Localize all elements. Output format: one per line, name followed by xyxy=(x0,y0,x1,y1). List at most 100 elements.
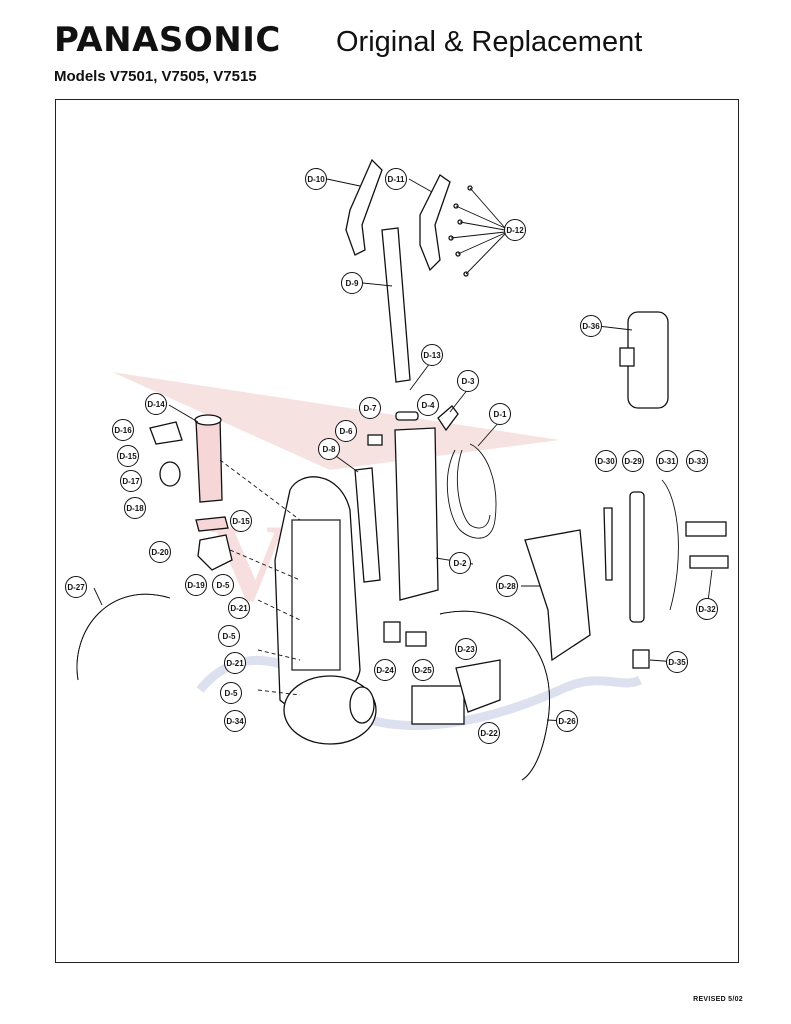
part-label-d-21a: D-21 xyxy=(228,597,250,619)
svg-text:D-18: D-18 xyxy=(126,504,144,513)
upholstery-tool xyxy=(689,555,729,569)
part-label-d-12: D-12 xyxy=(504,219,526,241)
svg-text:D-26: D-26 xyxy=(558,717,576,726)
rear-wheel xyxy=(349,686,375,724)
hose-d26-fill xyxy=(439,610,550,781)
svg-text:D-20: D-20 xyxy=(151,548,169,557)
svg-text:D-10: D-10 xyxy=(307,175,325,184)
part-label-d-11: D-11 xyxy=(385,168,407,190)
svg-text:D-29: D-29 xyxy=(624,457,642,466)
svg-text:D-28: D-28 xyxy=(498,582,516,591)
svg-text:D-1: D-1 xyxy=(494,410,507,419)
part-label-d-28: D-28 xyxy=(496,575,518,597)
part-label-d-33: D-33 xyxy=(686,450,708,472)
back-frame xyxy=(394,427,439,601)
diagram-frame xyxy=(55,99,739,963)
part-label-d-3: D-3 xyxy=(457,370,479,392)
svg-text:D-14: D-14 xyxy=(147,400,165,409)
part-label-d-23: D-23 xyxy=(455,638,477,660)
hose-d27-fill xyxy=(76,593,171,681)
part-label-d-34: D-34 xyxy=(224,710,246,732)
svg-text:D-4: D-4 xyxy=(422,401,435,410)
svg-text:D-11: D-11 xyxy=(388,175,405,184)
part-label-d-15a: D-15 xyxy=(117,445,139,467)
assembly-line xyxy=(257,689,301,696)
body-inner-frame xyxy=(291,519,341,671)
watermark-blue-script xyxy=(196,655,643,730)
part-label-d-30: D-30 xyxy=(595,450,617,472)
brand-title: PANASONIC xyxy=(54,20,281,60)
screws-group xyxy=(448,185,506,277)
part-label-d-35: D-35 xyxy=(666,651,688,673)
part-label-d-20: D-20 xyxy=(149,541,171,563)
svg-text:D-32: D-32 xyxy=(698,605,716,614)
svg-text:D-8: D-8 xyxy=(323,445,336,454)
part-label-d-19: D-19 xyxy=(185,574,207,596)
part-label-d-27: D-27 xyxy=(65,576,87,598)
part-label-d-5a: D-5 xyxy=(212,574,234,596)
svg-text:D-33: D-33 xyxy=(688,457,706,466)
svg-text:D-5: D-5 xyxy=(223,632,236,641)
svg-text:D-27: D-27 xyxy=(67,583,85,592)
assembly-line xyxy=(257,599,301,621)
svg-text:D-23: D-23 xyxy=(457,645,475,654)
models-line: Models V7501, V7505, V7515 xyxy=(54,68,257,85)
part-label-d-24: D-24 xyxy=(374,659,396,681)
svg-text:D-19: D-19 xyxy=(187,581,205,590)
svg-text:D-13: D-13 xyxy=(423,351,441,360)
filter-cover xyxy=(455,659,501,713)
hose-clip xyxy=(149,421,183,445)
svg-text:D-6: D-6 xyxy=(340,427,353,436)
cord-hook xyxy=(437,405,459,432)
svg-text:D-2: D-2 xyxy=(454,559,467,568)
part-label-d-1: D-1 xyxy=(489,403,511,425)
svg-text:D-12: D-12 xyxy=(506,226,524,235)
hose-inlet-tube xyxy=(195,417,223,503)
leader-lines xyxy=(93,178,713,722)
inlet-rim xyxy=(194,414,222,426)
flex-hose xyxy=(661,479,679,611)
part-label-d-5b: D-5 xyxy=(218,625,240,647)
part-label-d-10: D-10 xyxy=(305,168,327,190)
power-cord-coil xyxy=(456,449,491,529)
seal-gasket xyxy=(195,516,229,532)
crevice-tool xyxy=(603,507,613,581)
adapter-nut xyxy=(632,649,650,669)
part-label-d-15b: D-15 xyxy=(230,510,252,532)
assembly-line xyxy=(257,649,301,661)
svg-text:D-16: D-16 xyxy=(114,426,132,435)
part-label-d-9: D-9 xyxy=(341,272,363,294)
assembly-line xyxy=(229,549,301,581)
bushing xyxy=(405,631,427,647)
part-label-d-13: D-13 xyxy=(421,344,443,366)
part-label-d-17: D-17 xyxy=(120,470,142,492)
power-cord xyxy=(446,443,497,539)
part-label-d-25: D-25 xyxy=(412,659,434,681)
part-label-d-8: D-8 xyxy=(318,438,340,460)
svg-text:D-15: D-15 xyxy=(232,517,250,526)
extension-wand xyxy=(629,491,645,623)
dusting-brush xyxy=(685,521,727,537)
o-ring xyxy=(159,461,181,487)
part-label-d-4: D-4 xyxy=(417,394,439,416)
part-label-d-7: D-7 xyxy=(359,397,381,419)
part-label-d-22: D-22 xyxy=(478,722,500,744)
svg-text:D-36: D-36 xyxy=(582,322,600,331)
svg-text:D-9: D-9 xyxy=(346,279,359,288)
part-label-d-32: D-32 xyxy=(696,598,718,620)
svg-text:D-21: D-21 xyxy=(226,659,244,668)
svg-text:D-3: D-3 xyxy=(462,377,475,386)
switch-knob xyxy=(383,621,401,643)
assembly-line xyxy=(219,459,301,521)
part-label-d-36: D-36 xyxy=(580,315,602,337)
svg-text:D-7: D-7 xyxy=(364,404,377,413)
part-labels: D-10 D-11D-12D-9D-36D-13D-3D-7 D-4 D-14D-1D… xyxy=(65,168,718,744)
switch xyxy=(367,434,383,446)
latch xyxy=(395,411,419,421)
handle-bracket-left xyxy=(345,158,383,256)
svg-text:D-21: D-21 xyxy=(230,604,248,613)
part-label-d-6: D-6 xyxy=(335,420,357,442)
svg-text:D-30: D-30 xyxy=(597,457,615,466)
elbow-joint xyxy=(197,534,233,571)
